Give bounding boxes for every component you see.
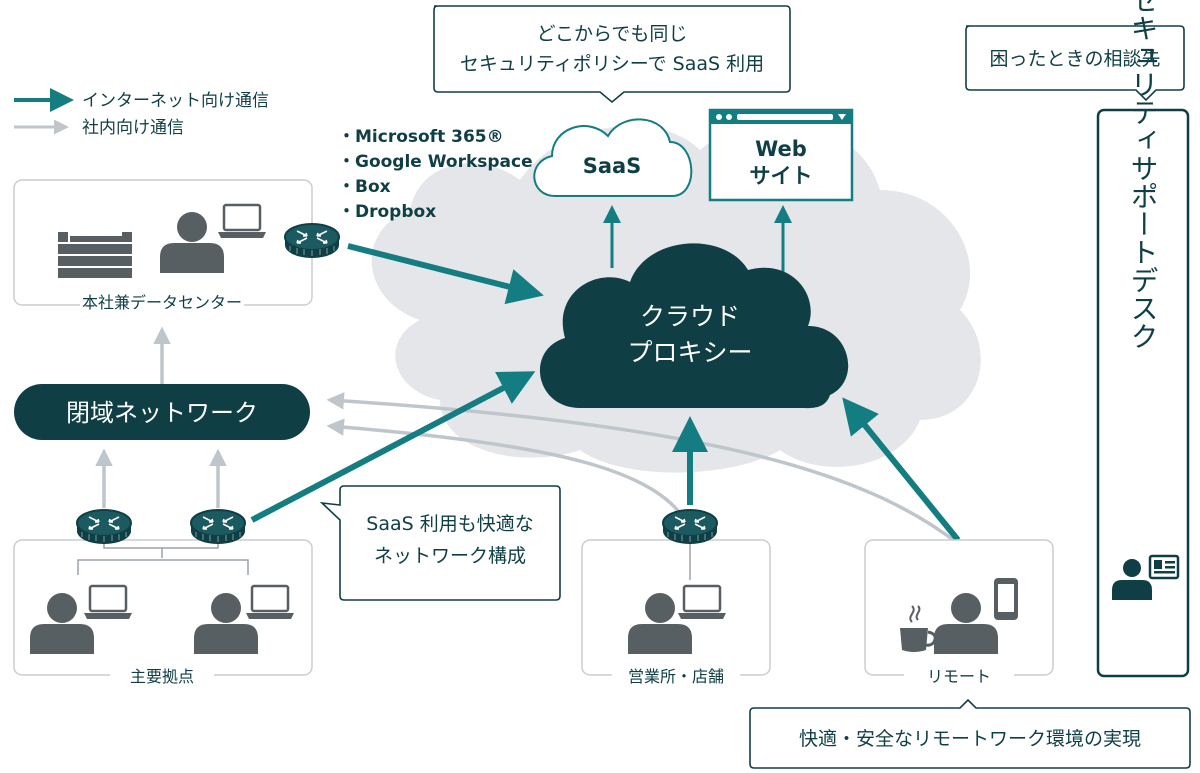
callout-top-line1: どこからでも同じ	[537, 23, 688, 45]
router-icon	[190, 509, 246, 545]
legend-internet-label: インターネット向け通信	[82, 91, 269, 111]
cloud-proxy-label-line2: プロキシー	[627, 338, 752, 367]
security-support-desk: セキュリティサポートデスク	[1096, 0, 1190, 678]
site-main-label: 主要拠点	[130, 667, 194, 686]
site-main-office: 主要拠点	[13, 536, 313, 688]
website-label-line1: Web	[755, 137, 807, 161]
saas-item: ・Google Workspace	[338, 152, 533, 172]
browser-dropdown-icon	[838, 114, 846, 120]
laptop-icon	[676, 584, 728, 621]
website-label-line2: サイト	[750, 164, 813, 188]
callout-remote-environment: 快適・安全なリモートワーク環境の実現	[749, 698, 1191, 769]
server-icon	[58, 232, 132, 278]
browser-dot-icon	[716, 114, 722, 120]
person-icon	[1112, 559, 1152, 600]
laptop-icon	[216, 203, 268, 240]
browser-dot-icon	[726, 114, 732, 120]
site-hq-label: 本社兼データセンター	[82, 293, 242, 312]
laptop-icon	[244, 584, 296, 621]
legend-internal-label: 社内向け通信	[82, 118, 184, 138]
saas-cloud-label: SaaS	[583, 154, 642, 178]
router-icon	[662, 509, 718, 545]
website-browser: Web サイト	[708, 108, 854, 202]
site-headquarters: 本社兼データセンター	[13, 179, 313, 314]
site-remote: リモート	[864, 539, 1054, 688]
site-remote-label: リモート	[927, 667, 991, 686]
saas-item: ・Box	[338, 177, 391, 197]
callout-mid-line1: SaaS 利用も快適な	[366, 513, 533, 535]
site-sales-label: 営業所・店舗	[628, 667, 724, 686]
callout-comfortable-saas: SaaS 利用も快適な ネットワーク構成	[319, 485, 561, 601]
laptop-icon	[82, 584, 134, 621]
callout-help-contact: 困ったときの相談先	[965, 25, 1185, 102]
callout-consistent-policy: どこからでも同じ セキュリティポリシーで SaaS 利用	[433, 5, 791, 104]
callout-help-label: 困ったときの相談先	[989, 48, 1160, 70]
saas-item: ・Microsoft 365®	[338, 127, 504, 147]
callout-remote-env-label: 快適・安全なリモートワーク環境の実現	[799, 728, 1141, 750]
support-desk-label: セキュリティサポートデスク	[1127, 0, 1160, 350]
legend: インターネット向け通信 社内向け通信	[14, 88, 269, 138]
site-sales-office: 営業所・店舗	[581, 539, 771, 688]
router-icon	[76, 509, 132, 545]
cloud-proxy-label-line1: クラウド	[640, 302, 740, 331]
id-card-icon	[1148, 554, 1180, 580]
cloud-proxy: クラウド プロキシー	[539, 243, 849, 409]
callout-mid-line2: ネットワーク構成	[374, 545, 526, 567]
saas-item: ・Dropbox	[338, 202, 436, 222]
closed-network: 閉域ネットワーク	[14, 384, 310, 440]
smartphone-icon	[994, 578, 1018, 620]
closed-network-label: 閉域ネットワーク	[66, 399, 258, 427]
saas-cloud: SaaS	[533, 118, 693, 197]
saas-service-list: ・Microsoft 365® ・Google Workspace ・Box ・…	[338, 127, 533, 222]
callout-top-line2: セキュリティポリシーで SaaS 利用	[460, 53, 764, 75]
router-icon	[284, 223, 340, 259]
